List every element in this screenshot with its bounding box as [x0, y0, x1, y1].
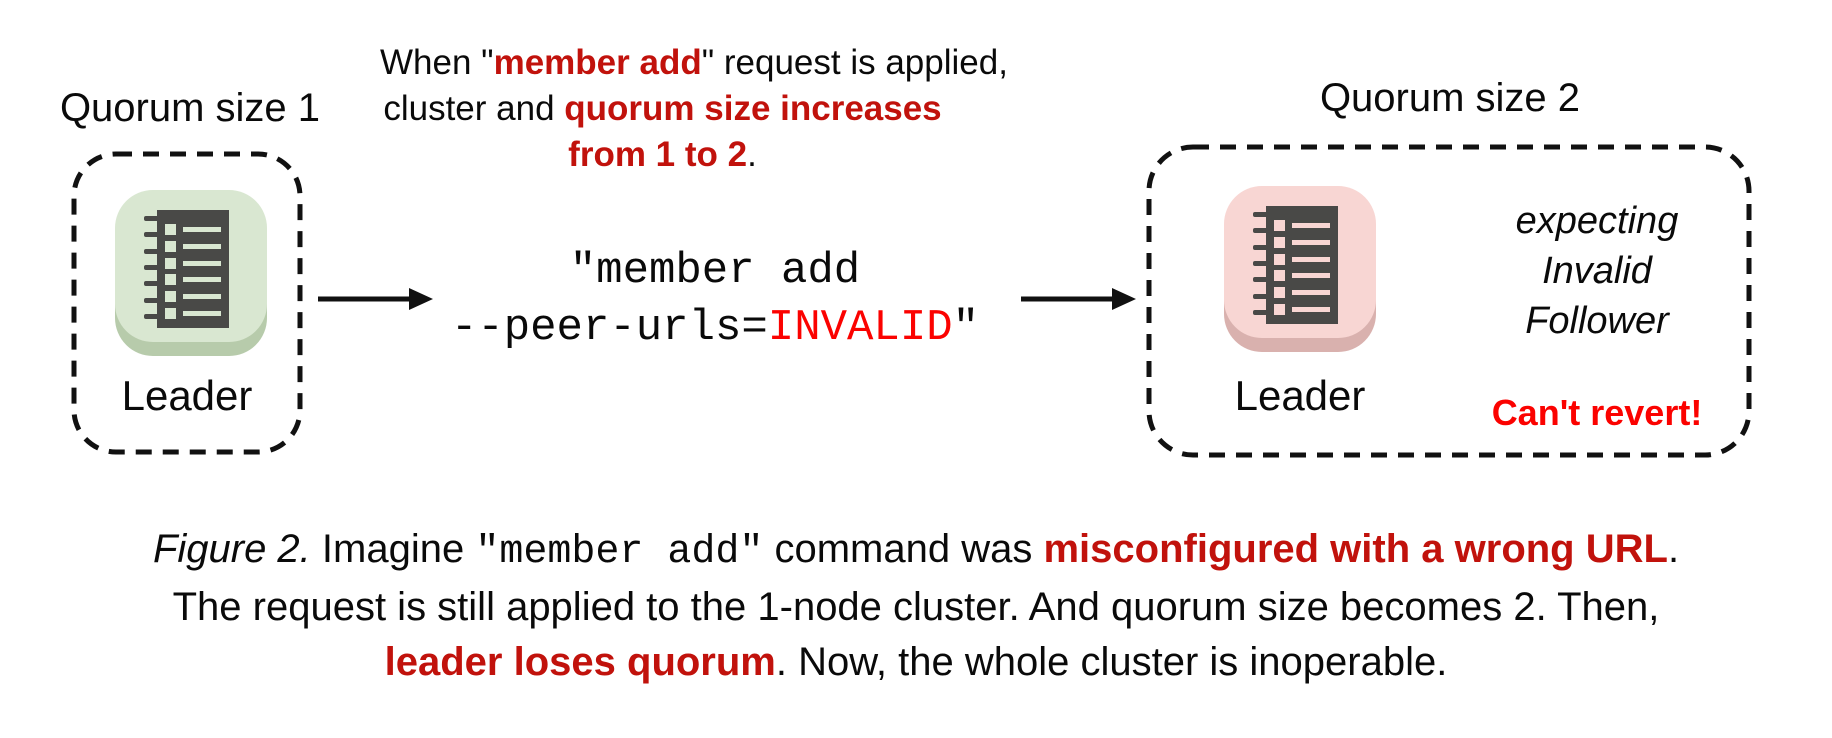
left-cluster-title: Quorum size 1 [59, 86, 321, 130]
ledger-rows [1274, 220, 1330, 315]
member-add-note: When "member add" request is applied, cl… [380, 40, 1008, 178]
right-cluster-dashed-border [1146, 144, 1752, 458]
caption-line-3: leader loses quorum. Now, the whole clus… [384, 640, 1448, 684]
arrow-right-icon [318, 288, 433, 310]
arrow-right-icon [1021, 288, 1136, 310]
note-line-1: When "member add" request is applied, [380, 43, 1008, 82]
log-ledger-node-icon-pink [1224, 186, 1376, 352]
figure-caption: Figure 2. Imagine "member add" command w… [0, 522, 1832, 690]
right-cluster-title: Quorum size 2 [1319, 76, 1581, 120]
note-line-3: from 1 to 2. [568, 135, 757, 174]
left-leader-label: Leader [121, 372, 253, 419]
note-line-2: cluster and quorum size increases [383, 89, 942, 128]
cant-revert-warning: Can't revert! [1491, 392, 1703, 433]
log-ledger-node-icon-green [115, 190, 267, 356]
expectation-line-2: Invalid [1542, 250, 1652, 292]
command-line-1: "member add [569, 246, 861, 296]
expecting-invalid-follower-note: expecting Invalid Follower [1447, 196, 1747, 346]
expectation-line-1: expecting [1515, 200, 1679, 242]
caption-line-1: Figure 2. Imagine "member add" command w… [152, 527, 1680, 575]
expectation-line-3: Follower [1525, 300, 1669, 342]
caption-line-2: The request is still applied to the 1-no… [172, 585, 1660, 629]
command-line-2: --peer-urls=INVALID" [450, 303, 980, 353]
ledger-rows [165, 224, 221, 319]
right-leader-label: Leader [1234, 372, 1366, 419]
member-add-command: "member add --peer-urls=INVALID" [425, 243, 1005, 357]
